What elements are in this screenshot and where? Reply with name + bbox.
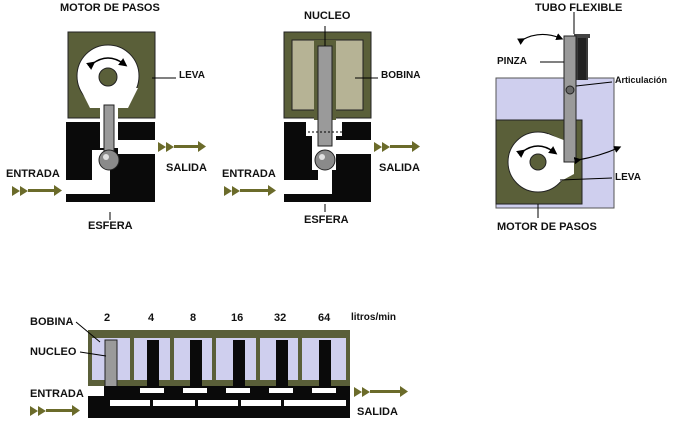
ball [314, 149, 336, 171]
diagram3-pinch-valve [495, 12, 622, 218]
cam-lobe [80, 88, 138, 108]
cam-shaft [98, 67, 118, 87]
outlet-arrow-icon [374, 141, 420, 152]
cam-shaft [529, 153, 547, 171]
flow-label-2: 2 [104, 312, 111, 324]
d4-unit-label: litros/min [351, 312, 397, 323]
d3-clamp-label: PINZA [497, 56, 527, 67]
rotation-arrow-icon [86, 57, 128, 70]
d1-outlet-label: SALIDA [166, 162, 207, 174]
d3-joint-label: Articulación [615, 75, 668, 85]
d2-coil-label: BOBINA [381, 70, 421, 81]
inlet-arrow-icon [224, 185, 276, 196]
inlet-arrow-icon [12, 185, 62, 196]
flow-label-64: 64 [318, 312, 331, 324]
ports [140, 388, 336, 393]
d3-tube-label: TUBO FLEXIBLE [535, 2, 623, 14]
core-2 [147, 340, 159, 388]
clamp-arm [563, 35, 577, 163]
core-4 [233, 340, 245, 388]
swing-arrow-icon [517, 33, 564, 45]
core-1 [104, 339, 118, 389]
d1-inlet-label: ENTRADA [6, 168, 60, 180]
d4-coil-label: BOBINA [30, 316, 74, 328]
valve-channel-outlet [118, 140, 155, 154]
d4-inlet-label: ENTRADA [30, 388, 84, 400]
inlet-arrow-icon [30, 405, 80, 416]
flow-label-8: 8 [190, 312, 197, 324]
rotation-arrow-icon [516, 145, 558, 158]
joint [565, 85, 575, 95]
diagram4-solenoid-bank [30, 321, 408, 418]
d1-motor-label: MOTOR DE PASOS [60, 2, 160, 14]
push-rod [103, 104, 115, 154]
d1-cam-label: LEVA [179, 70, 205, 81]
d4-outlet-label: SALIDA [357, 406, 398, 418]
d1-ball-label: ESFERA [88, 220, 133, 232]
d3-motor-label: MOTOR DE PASOS [497, 221, 597, 233]
manifold-channel [110, 400, 346, 406]
diagram2-solenoid-valve [224, 26, 420, 212]
outlet-arrow-icon [158, 141, 206, 152]
diagram1-motor-valve [12, 31, 206, 220]
flow-label-32: 32 [274, 312, 287, 324]
d2-ball-label: ESFERA [304, 214, 349, 226]
ball [98, 149, 120, 171]
outlet-arrow-icon [354, 386, 408, 397]
flow-label-16: 16 [231, 312, 244, 324]
d3-cam-label: LEVA [615, 172, 641, 183]
core-6 [319, 340, 331, 388]
core-3 [190, 340, 202, 388]
cell-dividers [130, 338, 302, 380]
d4-core-label: NUCLEO [30, 346, 77, 358]
flow-label-4: 4 [148, 312, 155, 324]
d2-outlet-label: SALIDA [379, 162, 420, 174]
d2-inlet-label: ENTRADA [222, 168, 276, 180]
core-5 [276, 340, 288, 388]
d2-core-label: NUCLEO [304, 10, 351, 22]
bank-coil [92, 338, 346, 380]
